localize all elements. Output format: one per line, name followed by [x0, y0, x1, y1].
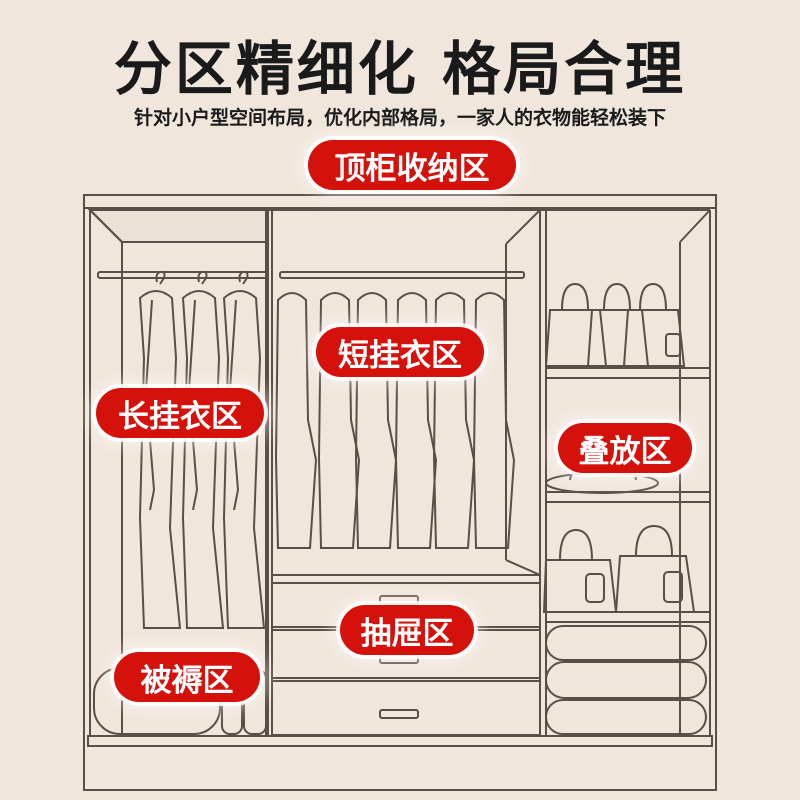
left-hanging-rod: [97, 271, 269, 279]
subline: 针对小户型空间布局，优化内部格局，一家人的衣物能轻松装下: [133, 107, 666, 129]
short-shirts: [274, 292, 516, 549]
zone-short-hanging-badge: 短挂衣区: [316, 327, 484, 377]
zone-long-hanging-badge: 长挂衣区: [96, 388, 264, 438]
handbags-lower: [542, 524, 696, 613]
zone-top-cabinet-badge: 顶柜收纳区: [308, 140, 516, 190]
rolled-bedding: [545, 625, 707, 735]
right-shelves: [545, 367, 711, 623]
zone-folding-badge: 叠放区: [558, 423, 692, 473]
headline: 分区精细化 格局合理: [113, 35, 687, 103]
zone-bedding-badge: 被褥区: [114, 652, 260, 702]
long-coats: [138, 270, 266, 629]
zone-drawer-badge: 抽屉区: [340, 605, 474, 655]
middle-hanging-rod: [279, 271, 525, 279]
handbags-top: [544, 282, 686, 367]
